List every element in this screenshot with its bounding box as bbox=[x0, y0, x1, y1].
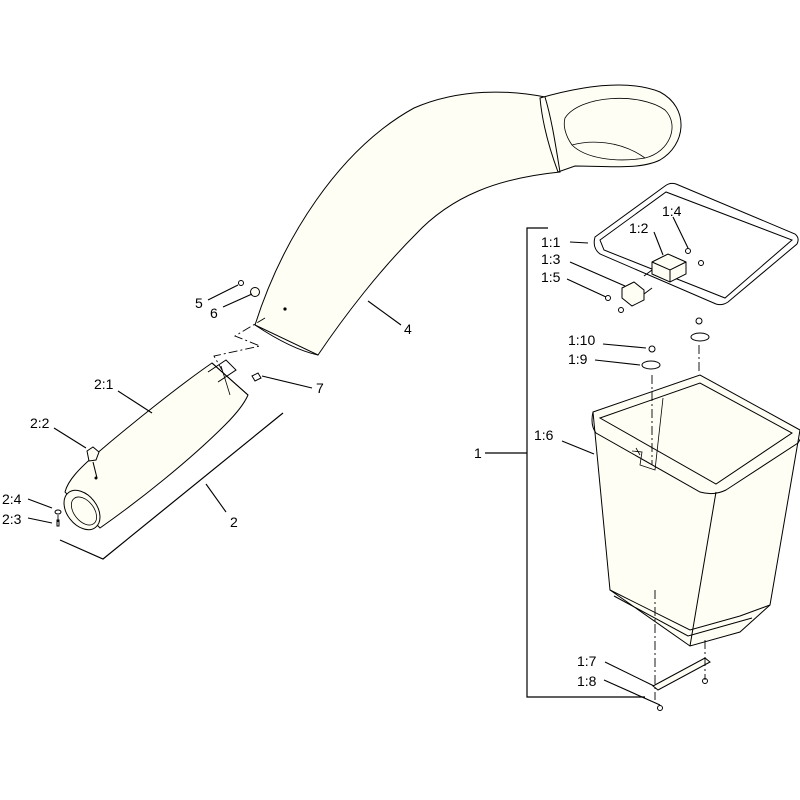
callout-1-4: 1:4 bbox=[662, 203, 682, 219]
callout-1: 1 bbox=[474, 445, 482, 461]
callout-1-3: 1:3 bbox=[541, 251, 561, 267]
callout-1-8: 1:8 bbox=[577, 673, 597, 689]
bolt-part-1-4 bbox=[685, 248, 704, 266]
callout-6: 6 bbox=[210, 305, 218, 321]
callout-labels: 1 1:1 1:2 1:3 1:4 1:5 1:6 1:7 1:8 1:9 1:… bbox=[2, 203, 682, 689]
grass-bag-part-1-6 bbox=[591, 374, 800, 647]
assembly-bracket-1 bbox=[485, 227, 645, 698]
callout-5: 5 bbox=[195, 295, 203, 311]
callout-1-7: 1:7 bbox=[577, 653, 597, 669]
lower-tube-part-2 bbox=[63, 359, 249, 531]
fastener-part-7 bbox=[251, 372, 262, 382]
leader-lines bbox=[27, 216, 689, 706]
callout-1-10: 1:10 bbox=[568, 332, 595, 348]
washer-part-6 bbox=[250, 287, 260, 297]
bag-frame-part-1-1 bbox=[593, 182, 799, 306]
strap-part-1-7 bbox=[652, 657, 711, 691]
bolt-part-1-5 bbox=[605, 295, 624, 313]
callout-1-5: 1:5 bbox=[541, 269, 561, 285]
callout-1-6: 1:6 bbox=[534, 427, 554, 443]
callout-7: 7 bbox=[316, 380, 324, 396]
callout-1-1: 1:1 bbox=[541, 234, 561, 250]
callout-1-2: 1:2 bbox=[629, 220, 649, 236]
discharge-chute-part-4 bbox=[254, 84, 682, 356]
callout-2-1: 2:1 bbox=[94, 376, 114, 392]
washer-part-2-4 bbox=[54, 509, 62, 515]
nut-part-5 bbox=[238, 280, 244, 286]
callout-2: 2 bbox=[230, 514, 238, 530]
callout-4: 4 bbox=[404, 321, 412, 337]
callout-1-9: 1:9 bbox=[568, 351, 588, 367]
washer-part-1-9 bbox=[641, 332, 710, 370]
assembly-bracket-2 bbox=[59, 412, 284, 560]
callout-2-2: 2:2 bbox=[30, 415, 50, 431]
nut-part-1-10 bbox=[648, 317, 703, 353]
callout-2-3: 2:3 bbox=[2, 511, 22, 527]
callout-2-4: 2:4 bbox=[2, 491, 22, 507]
mount-bracket-part-1-2 bbox=[621, 253, 687, 307]
knob-part-2-2 bbox=[86, 446, 100, 479]
assembly-centerlines bbox=[57, 317, 706, 700]
